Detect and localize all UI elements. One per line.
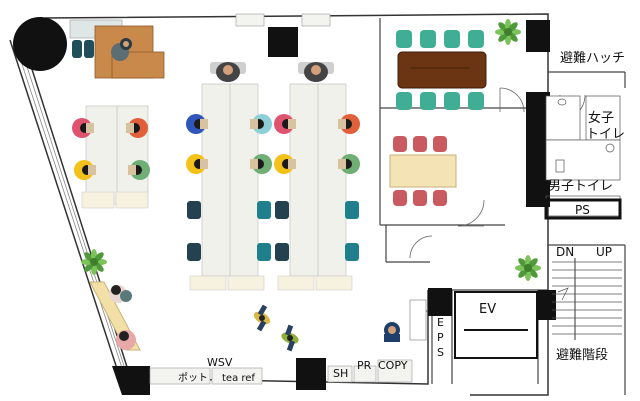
tea-ref-label: tea ref (222, 373, 255, 384)
womens-toilet-label: 女子 (588, 110, 614, 126)
desk-cluster-right (274, 62, 360, 291)
column-stair (538, 290, 556, 320)
womens-toilet-label-2: トイレ (586, 127, 625, 142)
person-seated (274, 154, 296, 174)
meeting-chair (413, 136, 427, 152)
toilet-fixtures (545, 95, 621, 217)
emergency-staircase (552, 258, 622, 340)
emergency-stairs-label: 避難階段 (556, 348, 608, 363)
office-chair (187, 243, 201, 261)
person-seated (250, 154, 272, 174)
person-walking (253, 304, 271, 332)
conference-room (396, 30, 487, 110)
desk-clusters (72, 62, 360, 291)
person-seated (126, 118, 148, 138)
column-top-right (526, 20, 550, 52)
svg-text:P: P (437, 331, 444, 344)
meeting-chair (433, 136, 447, 152)
executive-area (69, 19, 165, 79)
storage-cabinet (301, 13, 331, 27)
equipment-row (149, 359, 413, 385)
person-seated (186, 114, 208, 134)
plant-icon (81, 249, 107, 275)
meeting-chair (393, 136, 407, 152)
column-ev (428, 288, 452, 316)
meeting-chair (413, 190, 427, 206)
office-chair (187, 201, 201, 219)
office-chair (275, 243, 289, 261)
person-seated (274, 114, 296, 134)
meeting-table (389, 154, 457, 188)
conference-table (397, 51, 487, 89)
office-chair (275, 201, 289, 219)
person-seated (74, 160, 96, 180)
elevator-car (454, 291, 538, 359)
storage-cabinet (235, 13, 265, 27)
partition-walls (379, 18, 626, 395)
person-seated (186, 154, 208, 174)
plant-icon (515, 255, 541, 281)
conference-chairs (396, 30, 484, 110)
person-seated (109, 285, 132, 303)
desk-cluster-center (186, 62, 272, 291)
office-chair (257, 243, 271, 261)
person-seated (128, 160, 150, 180)
stairs-up-label: UP (596, 245, 612, 259)
conference-chair (420, 30, 436, 48)
pr-label: PR (357, 359, 372, 372)
desk-cluster-left (72, 105, 150, 209)
pot-label: ポット (178, 372, 208, 384)
person-seated (338, 154, 360, 174)
meeting-chair (393, 190, 407, 206)
office-chair (257, 201, 271, 219)
person-seated (298, 62, 334, 82)
person-walking (281, 324, 299, 352)
conference-chair (444, 30, 460, 48)
svg-text:E: E (437, 316, 444, 329)
person-seated (72, 118, 94, 138)
conference-chair (396, 30, 412, 48)
conference-chair (396, 92, 412, 110)
executive-chair (111, 38, 132, 61)
meeting-area (389, 136, 457, 206)
conference-chair (444, 92, 460, 110)
guest-chair (72, 40, 82, 58)
person-seated (338, 114, 360, 134)
person-seated (116, 330, 136, 350)
copy-label: COPY (378, 359, 408, 372)
mens-toilet-label: 男子トイレ (548, 179, 613, 194)
person-seated (384, 322, 400, 342)
office-chair (345, 201, 359, 219)
conference-chair (468, 30, 484, 48)
stairs-down-label: DN (556, 245, 574, 259)
conference-chair (420, 92, 436, 110)
ps-label: PS (575, 203, 590, 217)
meeting-chair (433, 190, 447, 206)
meeting-chairs (393, 136, 447, 206)
svg-text:S: S (437, 346, 444, 359)
window-counter (89, 281, 141, 351)
guest-chair (84, 40, 94, 58)
sh-label: SH (333, 367, 348, 380)
office-chair (345, 243, 359, 261)
ps-shaft (544, 198, 622, 220)
plants (81, 19, 541, 281)
wsv-label: WSV (207, 356, 233, 369)
column-top (268, 27, 298, 57)
column-bottom-left (112, 366, 150, 395)
evacuation-hatch-label: 避難ハッチ (560, 51, 625, 66)
plant-icon (495, 19, 521, 45)
elevator-label: EV (479, 302, 496, 317)
column-bottom (296, 358, 326, 390)
eps-label: EPS (437, 316, 444, 359)
round-column (13, 17, 67, 71)
person-seated (250, 114, 272, 134)
person-seated (210, 62, 246, 82)
people (253, 304, 400, 352)
conference-chair (468, 92, 484, 110)
pillar-panel (409, 299, 427, 341)
